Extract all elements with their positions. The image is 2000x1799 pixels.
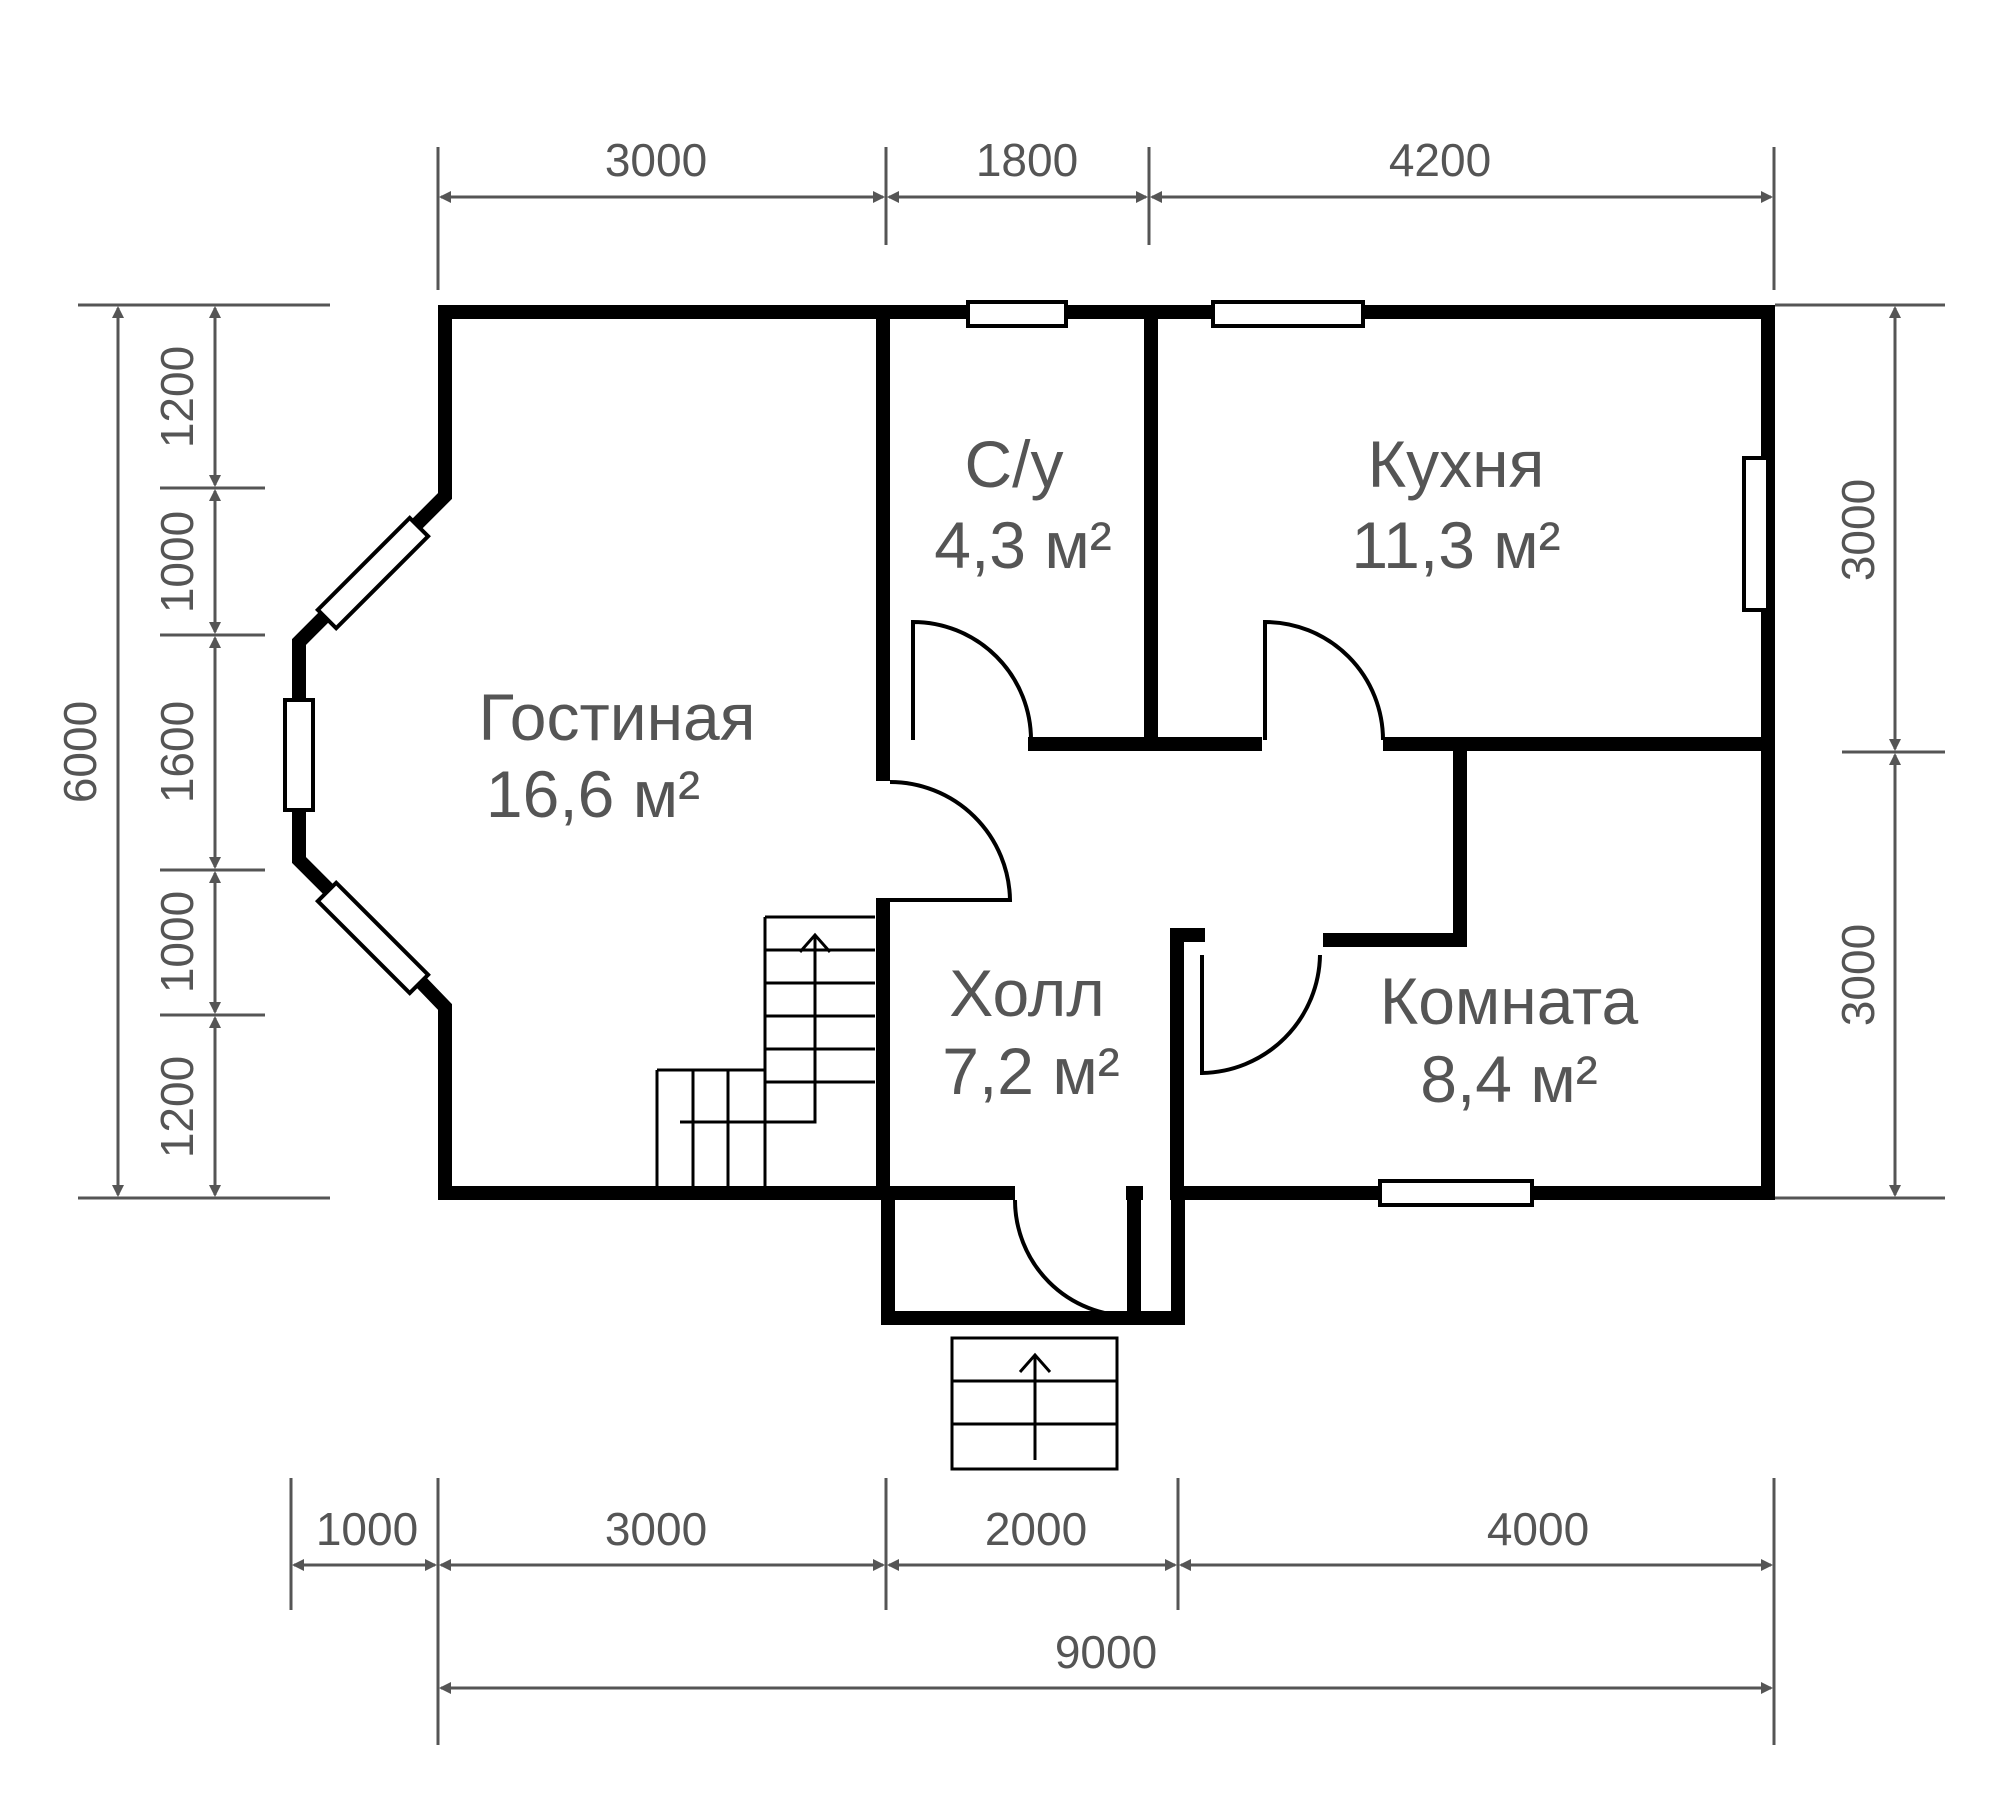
window-bath — [966, 300, 1068, 328]
dim-bottom-1: 1000 — [316, 1503, 418, 1555]
dim-left-4: 1000 — [151, 891, 203, 993]
room-name-bath: С/у — [965, 427, 1064, 501]
window-kitchen-side — [1742, 456, 1770, 612]
room-name-hall: Холл — [949, 956, 1105, 1030]
entrance-steps — [950, 1336, 1119, 1471]
dim-bottom-3: 2000 — [985, 1503, 1087, 1555]
window-kitchen — [1211, 300, 1365, 328]
dim-top-3: 4200 — [1389, 134, 1491, 186]
dim-total-width: 9000 — [1055, 1626, 1157, 1678]
dim-bottom-4: 4000 — [1487, 1503, 1589, 1555]
interior-staircase — [655, 915, 875, 1186]
door-room — [1200, 954, 1322, 1076]
dimension-labels: 3000 1800 4200 1000 3000 2000 4000 9000 … — [54, 134, 1884, 1678]
room-name-room: Комната — [1380, 964, 1639, 1038]
door-entrance — [1013, 1199, 1133, 1319]
dim-left-total: 6000 — [54, 701, 106, 803]
dim-left-5: 1200 — [151, 1056, 203, 1158]
window-room — [1378, 1179, 1534, 1207]
room-area-living: 16,6 м² — [486, 757, 700, 831]
door-kitchen — [1263, 619, 1385, 741]
dim-left-1: 1200 — [151, 346, 203, 448]
dim-bottom-2: 3000 — [605, 1503, 707, 1555]
room-partition — [1170, 743, 1467, 1200]
window-bay-upper — [314, 515, 431, 632]
room-area-kitchen: 11,3 м² — [1351, 508, 1560, 582]
door-bath — [911, 619, 1033, 741]
dim-left-2: 1000 — [151, 511, 203, 613]
dim-left-3: 1600 — [151, 701, 203, 803]
room-area-hall: 7,2 м² — [942, 1034, 1119, 1108]
dim-top-1: 3000 — [605, 134, 707, 186]
walls — [292, 305, 1775, 1325]
door-living — [889, 780, 1013, 902]
dimensions — [78, 147, 1945, 1745]
window-bay-middle — [283, 698, 315, 812]
room-name-living: Гостиная — [478, 680, 755, 754]
room-labels: Гостиная 16,6 м² С/у 4,3 м² Кухня 11,3 м… — [478, 427, 1638, 1116]
window-bay-lower — [314, 879, 431, 996]
dim-top-2: 1800 — [976, 134, 1078, 186]
room-name-kitchen: Кухня — [1368, 427, 1545, 501]
dim-right-2: 3000 — [1832, 924, 1884, 1026]
windows — [283, 300, 1770, 1207]
doors — [889, 619, 1385, 1319]
room-area-bath: 4,3 м² — [934, 508, 1111, 582]
room-area-room: 8,4 м² — [1420, 1042, 1597, 1116]
dim-right-1: 3000 — [1832, 479, 1884, 581]
